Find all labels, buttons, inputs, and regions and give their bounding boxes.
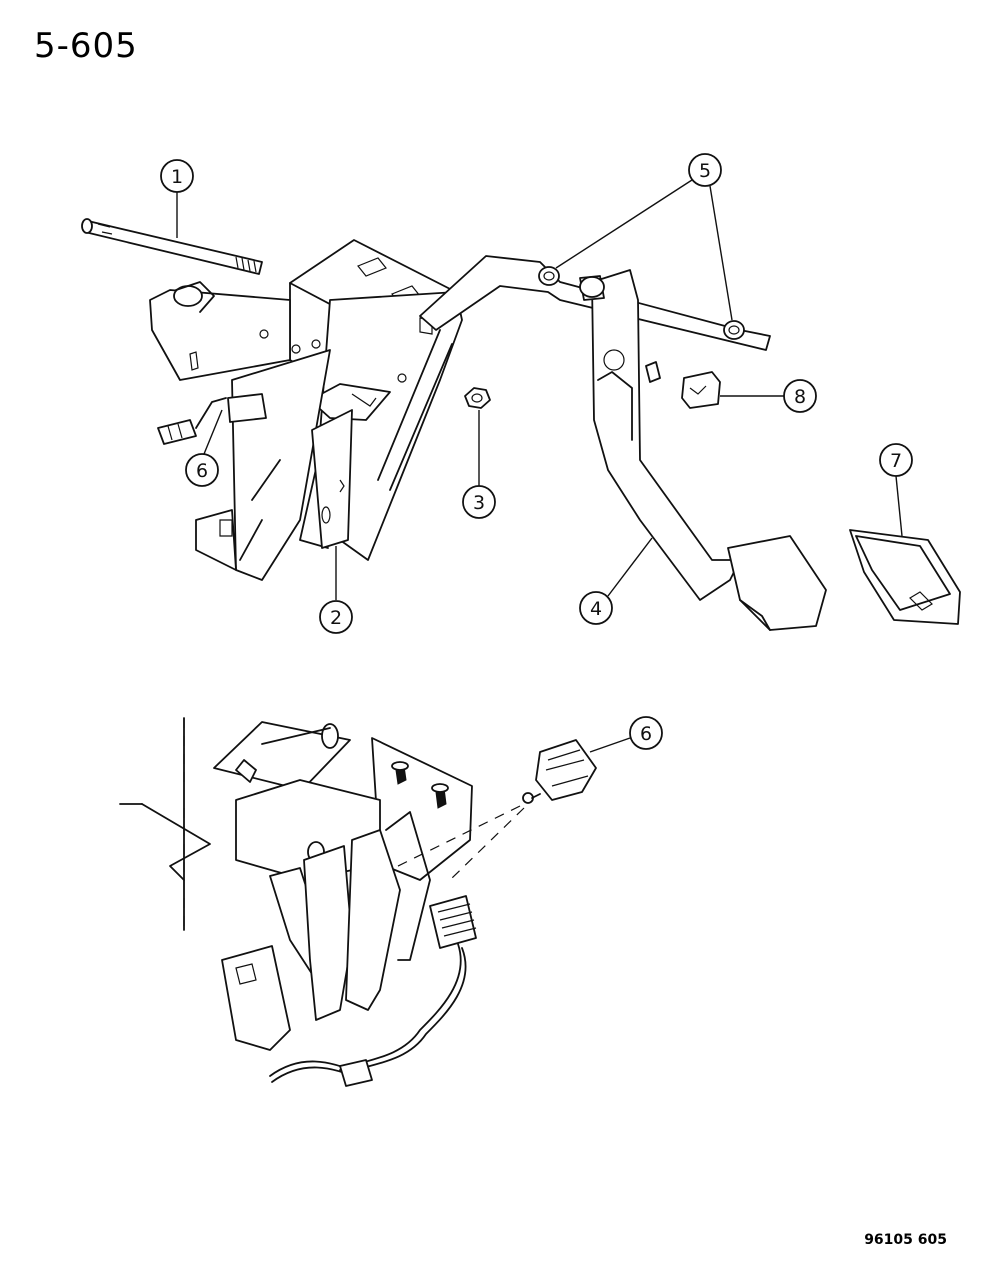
callouts: 1 2 3 4 5 6 — [160, 153, 913, 753]
svg-text:8: 8 — [794, 386, 806, 408]
brake-pedal-arm — [419, 255, 827, 631]
lower-assembled-view — [119, 717, 597, 1087]
pedal-pad-cover — [849, 529, 961, 625]
pedal-support-bracket — [149, 239, 463, 581]
callout-6-upper: 6 — [185, 453, 219, 487]
svg-text:3: 3 — [473, 492, 485, 514]
upper-exploded-view — [81, 218, 961, 631]
callout-7: 7 — [879, 443, 913, 477]
pedal-retainer-clip — [681, 371, 721, 409]
callout-4: 4 — [579, 591, 613, 625]
svg-text:1: 1 — [171, 166, 183, 188]
callout-8: 8 — [783, 379, 817, 413]
callout-3: 3 — [462, 485, 496, 519]
callout-6-lower: 6 — [629, 716, 663, 750]
pivot-bushings — [538, 266, 745, 340]
page-number: 5-605 — [34, 26, 138, 66]
figure-code: 96105 605 — [864, 1232, 947, 1248]
callout-1: 1 — [160, 159, 194, 193]
callout-2: 2 — [319, 600, 353, 634]
stop-lamp-switch-upper — [157, 393, 267, 445]
svg-text:6: 6 — [196, 460, 208, 482]
stop-lamp-switch-lower — [522, 739, 597, 804]
pivot-shaft — [81, 218, 263, 275]
callout-5: 5 — [688, 153, 722, 187]
svg-text:5: 5 — [699, 160, 711, 182]
svg-text:4: 4 — [590, 598, 602, 620]
svg-text:2: 2 — [330, 607, 342, 629]
hex-nut — [464, 387, 491, 409]
svg-text:6: 6 — [640, 723, 652, 745]
svg-text:7: 7 — [890, 450, 902, 472]
